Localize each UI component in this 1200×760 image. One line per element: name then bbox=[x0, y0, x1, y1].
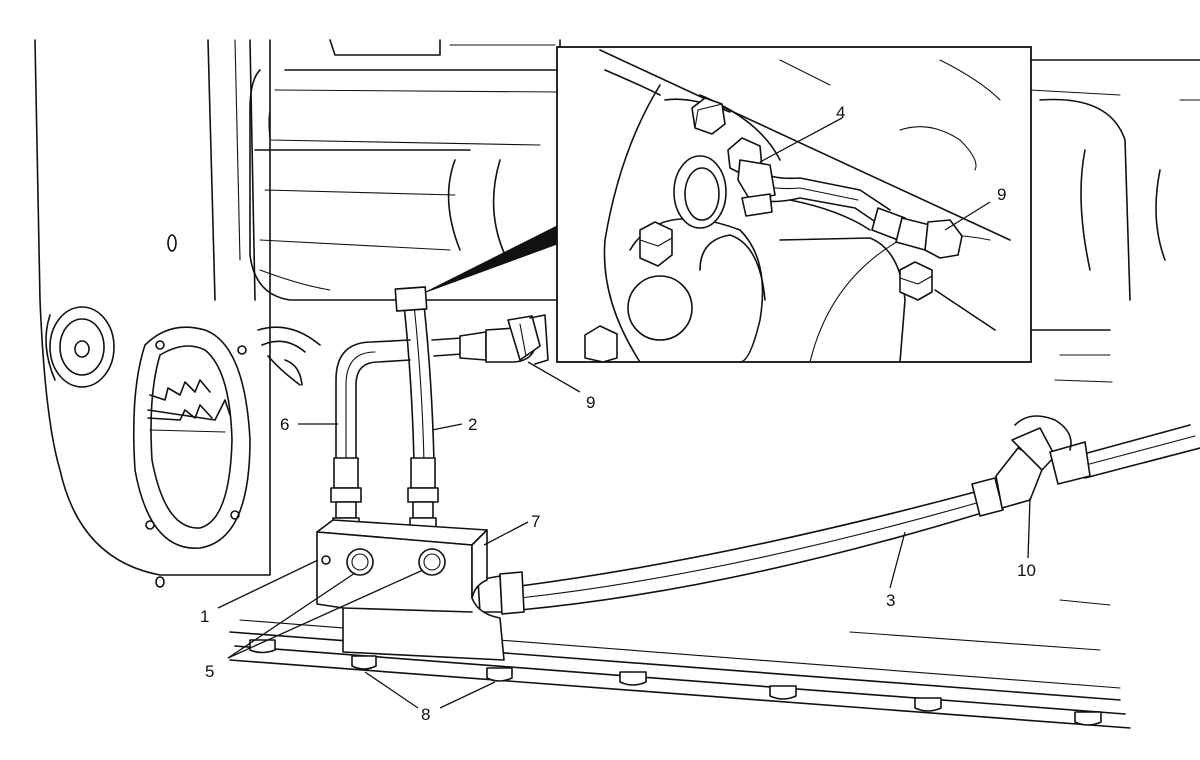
round-plug bbox=[45, 306, 115, 388]
callout-5: 5 bbox=[205, 662, 214, 681]
leader-lines bbox=[217, 117, 1031, 709]
callout-6: 6 bbox=[280, 415, 289, 434]
hose-right-exit bbox=[1079, 424, 1200, 479]
oil-pan bbox=[229, 599, 1131, 729]
callout-9-inset: 9 bbox=[997, 185, 1006, 204]
hose-from-fitting-9 bbox=[431, 337, 463, 357]
callout-1: 1 bbox=[200, 607, 209, 626]
hose-2 bbox=[403, 304, 435, 463]
hose-6 bbox=[335, 339, 411, 463]
callout-3: 3 bbox=[886, 591, 895, 610]
callout-9-main: 9 bbox=[586, 393, 595, 412]
inset-detail bbox=[556, 46, 1032, 363]
hose-fittings bbox=[330, 286, 1091, 615]
inset-pointer bbox=[425, 225, 558, 293]
callout-7: 7 bbox=[531, 512, 540, 531]
callout-10: 10 bbox=[1017, 561, 1036, 580]
hose-3 bbox=[519, 491, 986, 611]
valve-block bbox=[316, 519, 513, 682]
callout-2: 2 bbox=[468, 415, 477, 434]
callout-4: 4 bbox=[836, 103, 845, 122]
callouts: 1 2 3 4 5 6 7 8 9 9 10 bbox=[200, 103, 1036, 724]
spline-opening bbox=[132, 326, 321, 549]
engine-housing bbox=[34, 39, 1200, 588]
callout-8: 8 bbox=[421, 705, 430, 724]
